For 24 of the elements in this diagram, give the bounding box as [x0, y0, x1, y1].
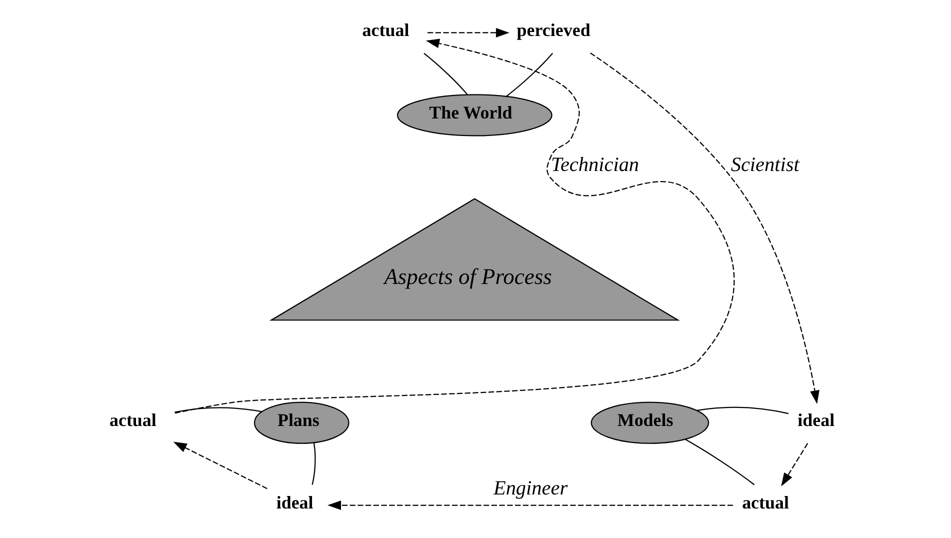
- arrow: [174, 38, 735, 414]
- arrow: [428, 28, 510, 38]
- node-ellipse: Models: [590, 402, 710, 444]
- edge-label: Scientist: [730, 154, 800, 176]
- edge-label: Technician: [551, 154, 640, 176]
- connector: [424, 52, 468, 95]
- node-text: ideal: [276, 492, 314, 512]
- node-text: percieved: [516, 20, 590, 40]
- node-ellipse: Plans: [254, 402, 350, 444]
- arrow: [328, 500, 733, 510]
- node-text: actual: [109, 410, 156, 430]
- connector: [685, 438, 755, 486]
- arrow: [781, 443, 808, 486]
- arrow: [590, 52, 820, 404]
- connector: [696, 406, 789, 414]
- arrow: [173, 442, 268, 490]
- connector: [174, 407, 262, 413]
- node-text: ideal: [798, 410, 835, 430]
- connector: [312, 442, 316, 485]
- node-text: actual: [362, 20, 410, 40]
- node-text: actual: [742, 492, 789, 512]
- connector: [506, 52, 554, 97]
- node-ellipse: The World: [396, 94, 552, 136]
- edge-label: Engineer: [493, 477, 568, 500]
